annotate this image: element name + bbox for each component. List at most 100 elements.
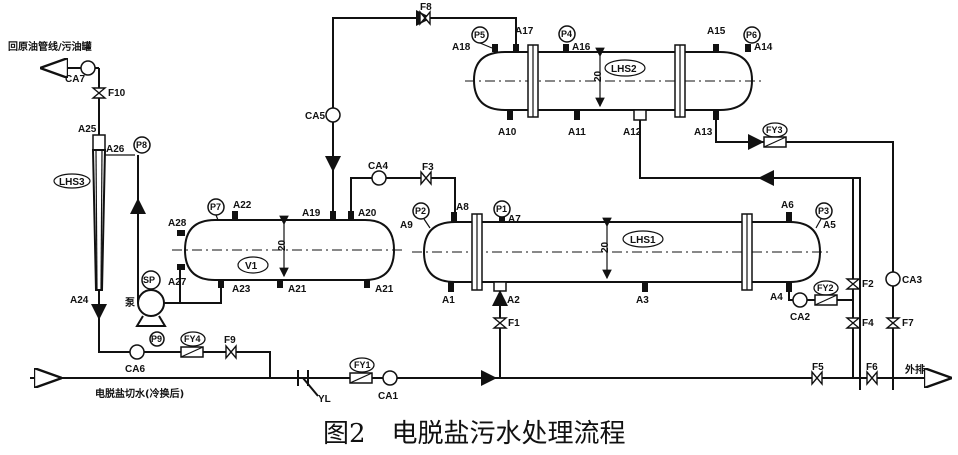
svg-text:P3: P3 [818, 206, 829, 216]
svg-text:FY4: FY4 [184, 334, 201, 344]
svg-text:FY3: FY3 [766, 125, 783, 135]
gauge-p4: P4 [558, 25, 576, 43]
svg-text:A2: A2 [507, 295, 520, 306]
pump-label: 泵 [125, 297, 136, 309]
flowmeter-fy1: FY1 [349, 357, 375, 384]
valve-f4[interactable] [845, 317, 861, 329]
svg-text:F10: F10 [108, 88, 126, 99]
svg-text:CA1: CA1 [378, 391, 398, 402]
svg-text:A13: A13 [694, 127, 713, 138]
sampler-ca5 [325, 107, 341, 123]
svg-text:F8: F8 [420, 2, 432, 13]
valve-f1[interactable] [492, 317, 508, 329]
svg-text:A16: A16 [572, 42, 591, 53]
sampler-ca4 [371, 170, 387, 186]
svg-text:A10: A10 [498, 127, 517, 138]
valve-f2[interactable] [845, 278, 861, 290]
svg-text:P2: P2 [415, 206, 426, 216]
svg-text:F3: F3 [422, 162, 434, 173]
svg-text:A12: A12 [623, 127, 642, 138]
svg-text:A21: A21 [288, 284, 307, 295]
svg-text:A9: A9 [400, 220, 413, 231]
svg-text:A21: A21 [375, 284, 394, 295]
strainer-yl-label: YL [318, 394, 331, 405]
svg-text:A14: A14 [754, 42, 773, 53]
sampler-ca3 [885, 271, 901, 287]
gauge-p7: P7 [207, 198, 225, 221]
svg-text:A24: A24 [70, 295, 89, 306]
sampler-ca2 [792, 292, 808, 308]
svg-text:F4: F4 [862, 318, 874, 329]
svg-text:A3: A3 [636, 295, 649, 306]
svg-text:P5: P5 [474, 30, 485, 40]
valve-f5[interactable] [811, 370, 823, 386]
lhs1-label: LHS1 [630, 235, 656, 246]
svg-text:CA4: CA4 [368, 161, 388, 172]
svg-text:CA2: CA2 [790, 312, 810, 323]
gauge-p5: P5 [471, 26, 493, 49]
lhs1-diameter: 20 [600, 241, 611, 253]
flowmeter-fy2: FY2 [813, 280, 839, 306]
valve-f6[interactable] [866, 370, 878, 386]
svg-text:F1: F1 [508, 318, 520, 329]
svg-text:A6: A6 [781, 200, 794, 211]
lhs3-label: LHS3 [59, 177, 85, 188]
svg-text:P9: P9 [151, 334, 162, 344]
gauge-p9: P9 [149, 331, 165, 347]
svg-text:CA5: CA5 [305, 111, 325, 122]
valve-f8[interactable] [419, 10, 431, 26]
svg-text:A28: A28 [168, 218, 187, 229]
svg-text:A25: A25 [78, 124, 97, 135]
svg-text:P7: P7 [210, 202, 221, 212]
svg-text:A27: A27 [168, 277, 187, 288]
hydrocyclone-lhs3: LHS3 [53, 134, 135, 291]
gauge-p6: P6 [743, 26, 761, 44]
svg-text:A22: A22 [233, 200, 252, 211]
flowmeter-fy3: FY3 [748, 122, 788, 150]
svg-text:CA6: CA6 [125, 364, 145, 375]
svg-text:A1: A1 [442, 295, 455, 306]
svg-text:A17: A17 [515, 26, 534, 37]
strainer-yl [297, 370, 319, 397]
valve-f3[interactable] [420, 170, 432, 186]
svg-text:A7: A7 [508, 214, 521, 225]
sampler-ca7 [80, 60, 96, 76]
vessel-lhs2: 20 LHS2 [465, 44, 765, 121]
svg-text:P4: P4 [561, 29, 572, 39]
sampler-ca6 [129, 344, 145, 360]
svg-text:P1: P1 [496, 204, 507, 214]
valve-f9[interactable] [225, 344, 237, 360]
flowmeter-fy4: FY4 [180, 331, 206, 358]
valve-f7[interactable] [885, 317, 901, 329]
valve-f10[interactable] [91, 87, 107, 99]
svg-text:F5: F5 [812, 362, 824, 373]
svg-text:A4: A4 [770, 292, 783, 303]
svg-text:P8: P8 [136, 140, 147, 150]
svg-text:A8: A8 [456, 202, 469, 213]
sampler-sp: SP [141, 270, 161, 290]
svg-text:A19: A19 [302, 208, 321, 219]
svg-text:P6: P6 [746, 30, 757, 40]
vessel-lhs1: 20 LHS1 [412, 212, 832, 292]
figure-caption: 图2 电脱盐污水处理流程 [323, 419, 626, 449]
lhs2-diameter: 20 [593, 70, 604, 82]
svg-text:A15: A15 [707, 26, 726, 37]
gauge-p3: P3 [815, 202, 833, 229]
svg-text:F7: F7 [902, 318, 914, 329]
outlet-label: 外排 [904, 363, 925, 376]
v1-label: V1 [245, 261, 258, 272]
svg-text:F9: F9 [224, 335, 236, 346]
svg-text:A26: A26 [106, 144, 125, 155]
svg-text:FY2: FY2 [817, 283, 834, 293]
svg-text:A23: A23 [232, 284, 251, 295]
svg-text:F6: F6 [866, 362, 878, 373]
svg-text:A11: A11 [568, 127, 586, 138]
svg-text:A20: A20 [358, 208, 377, 219]
svg-text:FY1: FY1 [354, 360, 371, 370]
svg-text:A18: A18 [452, 42, 471, 53]
inlet-label: 电脱盐切水(冷换后) [95, 387, 184, 400]
svg-text:A5: A5 [823, 220, 836, 231]
svg-text:CA7: CA7 [65, 74, 85, 85]
